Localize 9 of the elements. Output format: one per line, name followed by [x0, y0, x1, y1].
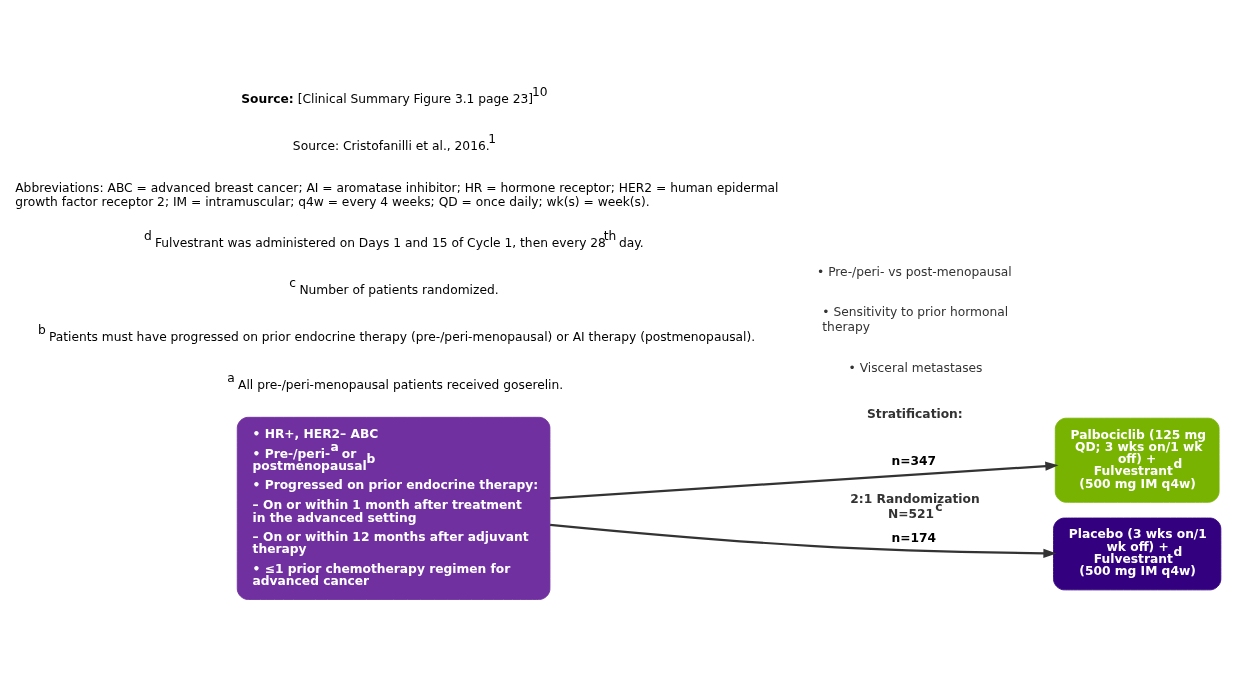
arrow — [550, 523, 1057, 558]
label: • Visceral metastases — [848, 360, 983, 375]
label: • Sensitivity to prior hormonal therapy — [822, 304, 1009, 334]
edge-label: n=347 — [891, 453, 937, 468]
edge-label: n=174 — [891, 530, 937, 545]
label: Abbreviations: ABC = advanced breast cancer; AI = aromatase inhibitor; HR = hormone receptor; HER2 = human epidermal growth factor receptor 2; IM = intramuscular; q4w = every 4 weeks; QD = once daily; wk(s) = week(s). — [15, 180, 779, 209]
label: Stratification: — [866, 406, 963, 421]
arrow — [549, 461, 1059, 499]
label: • Pre-/peri- vs post-menopausal — [817, 264, 1012, 279]
